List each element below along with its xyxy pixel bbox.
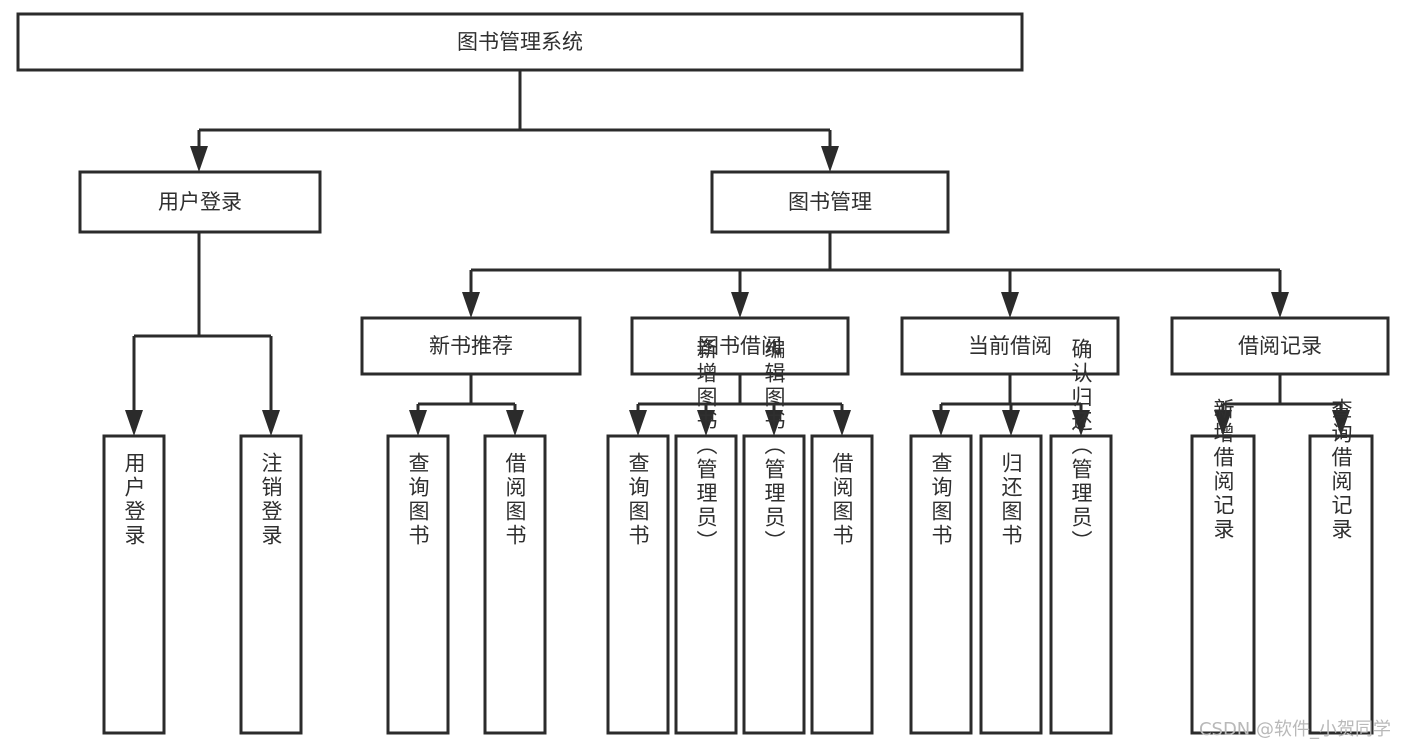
arrow-icon-leaf-edit-book-admin (765, 410, 783, 436)
node-leaf-add-loan-record-box[interactable] (1190, 434, 1256, 735)
node-user-login-label: 用户登录 (158, 190, 242, 214)
node-leaf-confirm-return-label: 确认归还（管理员） (1069, 338, 1093, 554)
node-root[interactable]: 图书管理系统 (16, 12, 1024, 72)
arrow-icon-book-manage (821, 146, 839, 172)
node-leaf-return-book-box[interactable] (979, 434, 1043, 735)
arrow-icon-leaf-query-book-bor (629, 410, 647, 436)
node-leaf-user-login-label: 用户登录 (122, 452, 146, 548)
arrow-icon-new-book-rec (462, 292, 480, 318)
node-loan-record[interactable]: 借阅记录 (1170, 316, 1390, 376)
node-leaf-query-loan-record-label: 查询借阅记录 (1329, 398, 1353, 542)
node-leaf-logout[interactable]: 注销登录 (239, 434, 303, 735)
node-user-login-box[interactable] (78, 170, 322, 234)
node-book-borrow-box[interactable] (630, 316, 850, 376)
node-leaf-user-login[interactable]: 用户登录 (102, 434, 166, 735)
arrow-icon-book-borrow (731, 292, 749, 318)
node-root-box[interactable] (16, 12, 1024, 72)
arrow-icon-leaf-confirm-return (1072, 410, 1090, 436)
node-new-book-rec-box[interactable] (360, 316, 582, 376)
node-leaf-borrow-book-rec-box[interactable] (483, 434, 547, 735)
node-leaf-query-book-rec[interactable]: 查询图书 (386, 434, 450, 735)
node-root-label: 图书管理系统 (457, 30, 583, 54)
node-current-loan-box[interactable] (900, 316, 1120, 376)
node-leaf-query-book-rec-box[interactable] (386, 434, 450, 735)
arrow-icon-leaf-borrow-book-bor (833, 410, 851, 436)
node-leaf-return-book-label: 归还图书 (999, 452, 1023, 548)
arrow-icon-leaf-query-book-cur (932, 410, 950, 436)
node-leaf-logout-box[interactable] (239, 434, 303, 735)
node-leaf-logout-label: 注销登录 (259, 452, 283, 548)
node-leaf-borrow-book-rec[interactable]: 借阅图书 (483, 434, 547, 735)
node-book-borrow-label: 图书借阅 (698, 334, 782, 358)
node-book-borrow[interactable]: 图书借阅 (630, 316, 850, 376)
node-leaf-borrow-book-bor-box[interactable] (810, 434, 874, 735)
arrow-icon-leaf-add-loan-record (1214, 410, 1232, 436)
arrow-icon-user-login (190, 146, 208, 172)
node-leaf-confirm-return[interactable]: 确认归还（管理员） (1049, 338, 1113, 735)
node-leaf-query-book-bor-label: 查询图书 (626, 452, 650, 548)
arrow-icon-leaf-query-loan-record (1332, 410, 1350, 436)
node-leaf-user-login-box[interactable] (102, 434, 166, 735)
node-leaf-edit-book-admin-label: 编辑图书（管理员） (762, 338, 786, 554)
arrow-icon-current-loan (1001, 292, 1019, 318)
arrow-icon-leaf-add-book-admin (697, 410, 715, 436)
node-book-manage-box[interactable] (710, 170, 950, 234)
connector-layer (125, 70, 1350, 436)
arrow-icon-leaf-user-login (125, 410, 143, 436)
node-leaf-add-book-admin-box[interactable] (674, 434, 738, 735)
node-leaf-query-book-rec-label: 查询图书 (406, 452, 430, 548)
node-leaf-add-loan-record-label: 新增借阅记录 (1211, 398, 1235, 542)
node-user-login[interactable]: 用户登录 (78, 170, 322, 234)
node-loan-record-box[interactable] (1170, 316, 1390, 376)
arrow-icon-leaf-borrow-book-rec (506, 410, 524, 436)
node-current-loan[interactable]: 当前借阅 (900, 316, 1120, 376)
node-book-manage-label: 图书管理 (788, 190, 872, 214)
node-leaf-query-book-cur-box[interactable] (909, 434, 973, 735)
node-leaf-query-loan-record[interactable]: 查询借阅记录 (1308, 398, 1374, 735)
node-leaf-query-book-cur-label: 查询图书 (929, 452, 953, 548)
node-leaf-query-book-bor[interactable]: 查询图书 (606, 434, 670, 735)
node-leaf-add-book-admin[interactable]: 新增图书（管理员） (674, 338, 738, 735)
arrow-icon-leaf-return-book (1002, 410, 1020, 436)
node-loan-record-label: 借阅记录 (1238, 334, 1322, 358)
node-leaf-add-loan-record[interactable]: 新增借阅记录 (1190, 398, 1256, 735)
arrow-icon-leaf-query-book-rec (409, 410, 427, 436)
arrow-icon-leaf-logout (262, 410, 280, 436)
node-leaf-edit-book-admin-box[interactable] (742, 434, 806, 735)
node-leaf-add-book-admin-label: 新增图书（管理员） (694, 338, 718, 554)
node-leaf-return-book[interactable]: 归还图书 (979, 434, 1043, 735)
node-leaf-query-loan-record-box[interactable] (1308, 434, 1374, 735)
node-leaf-query-book-cur[interactable]: 查询图书 (909, 434, 973, 735)
node-new-book-rec[interactable]: 新书推荐 (360, 316, 582, 376)
node-new-book-rec-label: 新书推荐 (429, 334, 513, 358)
node-leaf-borrow-book-bor[interactable]: 借阅图书 (810, 434, 874, 735)
node-current-loan-label: 当前借阅 (968, 334, 1052, 358)
arrow-icon-loan-record (1271, 292, 1289, 318)
node-leaf-borrow-book-rec-label: 借阅图书 (503, 452, 527, 548)
node-leaf-query-book-bor-box[interactable] (606, 434, 670, 735)
node-leaf-confirm-return-box[interactable] (1049, 434, 1113, 735)
node-book-manage[interactable]: 图书管理 (710, 170, 950, 234)
node-leaf-borrow-book-bor-label: 借阅图书 (830, 452, 854, 548)
node-leaf-edit-book-admin[interactable]: 编辑图书（管理员） (742, 338, 806, 735)
